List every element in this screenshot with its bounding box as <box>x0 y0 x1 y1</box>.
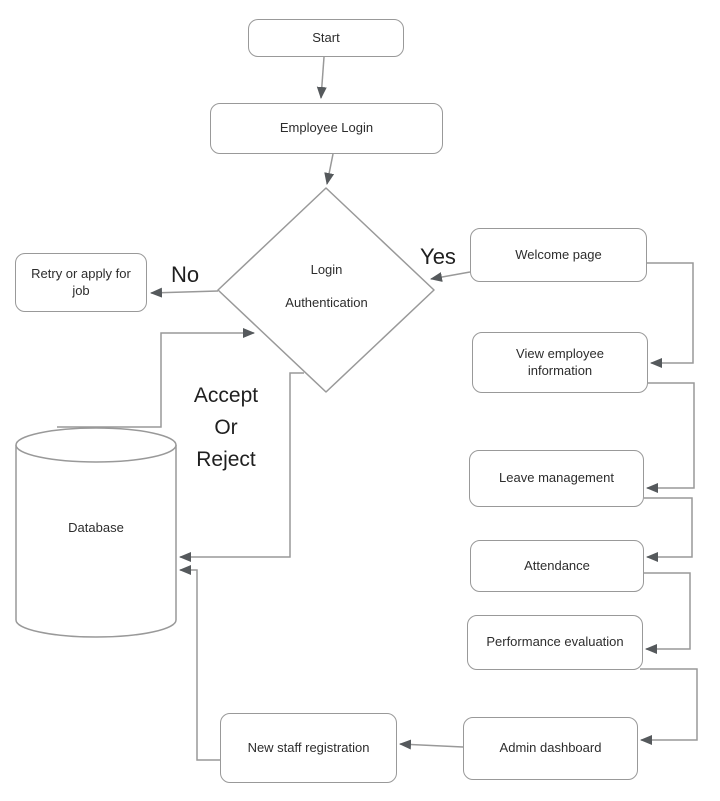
database-cylinder-body <box>15 445 177 638</box>
node-database-label: Database <box>68 520 124 535</box>
node-employee-login-label: Employee Login <box>279 120 374 136</box>
node-new-staff-label: New staff registration <box>247 739 370 755</box>
edge-performance-to-admin <box>640 668 698 745</box>
edge-login-to-authentication <box>324 153 335 185</box>
edge-label-yes: Yes <box>420 244 456 269</box>
node-performance-evaluation: Performance evaluation <box>467 615 643 670</box>
edge-new-staff-to-database <box>179 565 220 761</box>
edge-label-accept-or-reject: Accept Or Reject <box>168 380 284 476</box>
node-view-employee-information: View employee information <box>472 332 648 393</box>
node-retry-label-line2: job <box>72 282 90 298</box>
node-retry-label-line1: Retry or apply for <box>31 265 131 281</box>
node-leave-label: Leave management <box>499 470 614 486</box>
edge-leave-to-attendance <box>644 497 693 562</box>
node-attendance-label: Attendance <box>524 557 590 573</box>
node-attendance: Attendance <box>470 540 644 592</box>
edge-yes-welcome-to-authentication <box>430 271 471 282</box>
node-retry-or-apply: Retry or apply for job <box>15 253 147 312</box>
node-admin-label: Admin dashboard <box>499 740 602 756</box>
edge-label-accept-line3: Reject <box>196 448 256 471</box>
edge-label-no: No <box>170 262 200 287</box>
edge-start-to-login <box>316 56 327 99</box>
edge-label-accept-line1: Accept <box>193 384 259 407</box>
node-leave-management: Leave management <box>469 450 644 507</box>
edge-attendance-to-performance <box>644 572 691 654</box>
edge-view-info-to-leave <box>646 382 695 493</box>
node-view-info-label-line2: information <box>527 362 593 378</box>
database-cylinder-top <box>15 427 177 463</box>
node-welcome-label: Welcome page <box>515 246 602 262</box>
node-admin-dashboard: Admin dashboard <box>463 717 638 780</box>
node-performance-label: Performance evaluation <box>486 634 624 650</box>
node-start: Start <box>248 19 404 57</box>
node-welcome-page: Welcome page <box>470 228 647 282</box>
edge-database-to-authentication <box>57 328 255 428</box>
node-start-label: Start <box>312 29 340 45</box>
edge-no-authentication-to-retry <box>150 287 219 298</box>
node-view-info-label-line1: View employee <box>516 345 604 361</box>
edge-admin-to-new-staff <box>399 739 464 750</box>
edge-label-accept-line2: Or <box>214 416 238 439</box>
edge-welcome-to-view-info <box>647 262 694 368</box>
node-new-staff-registration: New staff registration <box>220 713 397 783</box>
node-employee-login: Employee Login <box>210 103 443 154</box>
edge-authentication-to-database <box>179 372 304 562</box>
decision-diamond-shape <box>217 187 435 393</box>
